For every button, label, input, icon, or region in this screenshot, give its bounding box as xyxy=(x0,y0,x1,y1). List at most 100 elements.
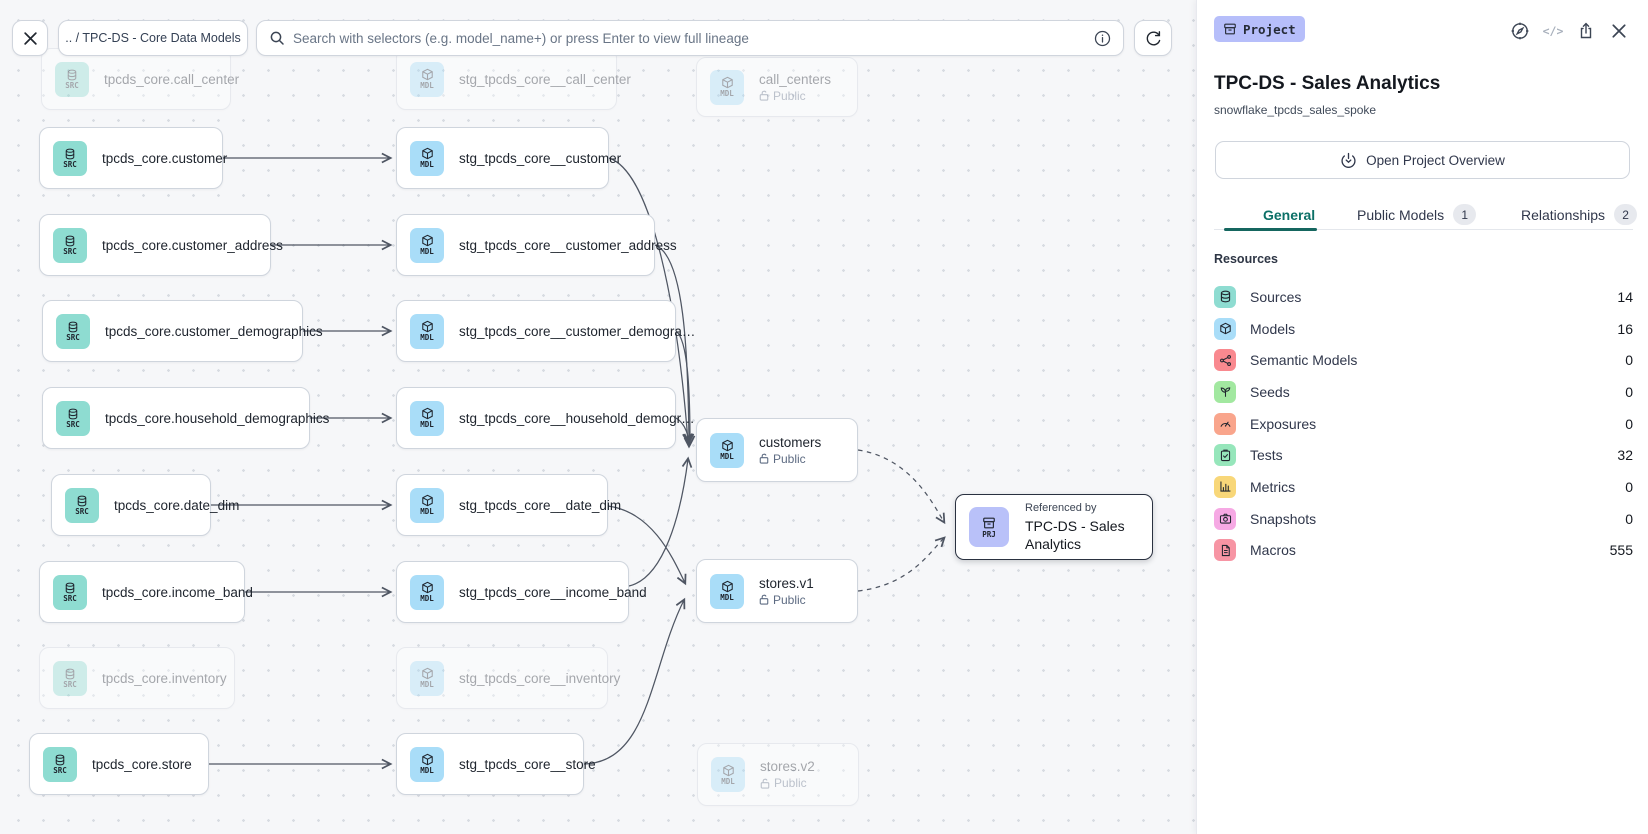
resources-list: Sources 14 Models 16 Semantic Models 0 S… xyxy=(1214,281,1633,566)
node-source-income-band[interactable]: SRC tpcds_core.income_band xyxy=(39,561,253,623)
node-model-stg-income-band[interactable]: MDL stg_tpcds_core__income_band xyxy=(396,561,647,623)
resource-row-semantic-models: Semantic Models 0 xyxy=(1214,344,1633,376)
source-type-icon: SRC xyxy=(56,313,90,349)
source-type-icon: SRC xyxy=(56,400,90,436)
refresh-lineage-button[interactable] xyxy=(1134,20,1172,56)
macros-icon xyxy=(1214,539,1236,562)
tab-count-badge: 1 xyxy=(1453,204,1477,225)
model-type-icon: MDL xyxy=(410,400,444,436)
sources-icon xyxy=(1214,285,1236,308)
model-type-icon: MDL xyxy=(410,140,444,176)
semantic-models-icon xyxy=(1214,349,1236,372)
project-type-badge: Project xyxy=(1214,16,1305,42)
explore-lineage-button[interactable] xyxy=(1510,21,1530,41)
node-source-store[interactable]: SRC tpcds_core.store xyxy=(29,733,209,795)
close-icon xyxy=(23,31,37,45)
unlock-icon xyxy=(759,594,769,605)
node-public-call-centers[interactable]: MDL call_centers Public xyxy=(696,57,858,117)
project-icon xyxy=(1224,23,1236,35)
resource-row-macros: Macros 555 xyxy=(1214,535,1633,567)
model-type-icon: MDL xyxy=(710,69,744,105)
open-project-overview-button[interactable]: Open Project Overview xyxy=(1215,141,1630,179)
node-public-stores-v1[interactable]: MDL stores.v1 Public xyxy=(696,559,858,623)
node-model-stg-customer-address[interactable]: MDL stg_tpcds_core__customer_address xyxy=(396,214,677,276)
tab-count-badge: 2 xyxy=(1614,204,1638,225)
model-type-icon: MDL xyxy=(410,574,444,610)
node-source-household-demographics[interactable]: SRC tpcds_core.household_demographics xyxy=(42,387,329,449)
view-code-button[interactable]: </> xyxy=(1542,24,1564,38)
source-type-icon: SRC xyxy=(43,746,77,782)
node-source-customer-demographics[interactable]: SRC tpcds_core.customer_demographics xyxy=(42,300,323,362)
resource-row-tests: Tests 32 xyxy=(1214,439,1633,471)
breadcrumb[interactable]: .. / TPC-DS - Core Data Models xyxy=(58,20,248,56)
source-type-icon: SRC xyxy=(53,227,87,263)
unlock-icon xyxy=(759,453,769,464)
project-overview-icon xyxy=(1341,152,1356,168)
source-type-icon: SRC xyxy=(65,487,99,523)
tests-icon xyxy=(1214,444,1236,467)
node-model-stg-customer[interactable]: MDL stg_tpcds_core__customer xyxy=(396,127,621,189)
model-type-icon: MDL xyxy=(410,313,444,349)
node-model-stg-store[interactable]: MDL stg_tpcds_core__store xyxy=(396,733,596,795)
node-model-stg-inventory[interactable]: MDL stg_tpcds_core__inventory xyxy=(396,647,620,709)
resource-row-snapshots: Snapshots 0 xyxy=(1214,503,1633,535)
resource-row-sources: Sources 14 xyxy=(1214,281,1633,313)
node-public-stores-v2[interactable]: MDL stores.v2 Public xyxy=(697,743,859,806)
project-subtitle: snowflake_tpcds_sales_spoke xyxy=(1214,103,1377,117)
share-button[interactable] xyxy=(1576,21,1596,41)
close-icon xyxy=(1612,24,1626,38)
panel-tabs: General Public Models 1 Relationships 2 xyxy=(1214,199,1638,231)
unlock-icon xyxy=(760,778,770,789)
resource-row-exposures: Exposures 0 xyxy=(1214,408,1633,440)
refresh-icon xyxy=(1146,30,1160,45)
source-type-icon: SRC xyxy=(53,140,87,176)
close-lineage-button[interactable] xyxy=(12,20,48,56)
source-type-icon: SRC xyxy=(53,574,87,610)
exposures-icon xyxy=(1214,412,1236,435)
tab-general[interactable]: General xyxy=(1263,206,1316,223)
node-public-customers[interactable]: MDL customers Public xyxy=(696,418,858,482)
close-panel-button[interactable] xyxy=(1609,21,1629,41)
node-source-customer[interactable]: SRC tpcds_core.customer xyxy=(39,127,227,189)
info-icon[interactable] xyxy=(1094,30,1111,47)
model-type-icon: MDL xyxy=(711,757,745,792)
node-project-referenced-by[interactable]: PRJ Referenced by TPC-DS - Sales Analyti… xyxy=(955,494,1153,560)
node-model-stg-customer-demographics[interactable]: MDL stg_tpcds_core__customer_demogra… xyxy=(396,300,695,362)
model-type-icon: MDL xyxy=(410,746,444,782)
snapshots-icon xyxy=(1214,507,1236,530)
unlock-icon xyxy=(759,90,769,101)
active-tab-underline xyxy=(1224,228,1317,231)
source-type-icon: SRC xyxy=(55,61,89,97)
model-type-icon: MDL xyxy=(710,432,744,468)
project-type-icon: PRJ xyxy=(969,507,1009,547)
node-source-customer-address[interactable]: SRC tpcds_core.customer_address xyxy=(39,214,283,276)
model-type-icon: MDL xyxy=(410,61,444,97)
seeds-icon xyxy=(1214,380,1236,403)
model-type-icon: MDL xyxy=(710,573,744,609)
tab-relationships[interactable]: Relationships 2 xyxy=(1521,199,1638,230)
model-type-icon: MDL xyxy=(410,660,444,696)
node-model-stg-household-demographics[interactable]: MDL stg_tpcds_core__household_demogr… xyxy=(396,387,695,449)
compass-icon xyxy=(1511,22,1529,40)
project-details-panel: Project </> TPC-DS - Sales Analytics sno… xyxy=(1196,0,1648,834)
resource-row-metrics: Metrics 0 xyxy=(1214,471,1633,503)
resources-heading: Resources xyxy=(1214,252,1278,266)
node-source-call-center[interactable]: SRC tpcds_core.call_center xyxy=(41,48,239,110)
search-input[interactable] xyxy=(293,30,1086,46)
search-icon xyxy=(270,31,284,45)
node-model-stg-call-center[interactable]: MDL stg_tpcds_core__call_center xyxy=(396,48,631,110)
lineage-search-bar xyxy=(256,20,1124,56)
lineage-canvas[interactable]: SRC tpcds_core.call_center SRC tpcds_cor… xyxy=(0,0,1196,834)
node-model-stg-date-dim[interactable]: MDL stg_tpcds_core__date_dim xyxy=(396,474,621,536)
metrics-icon xyxy=(1214,475,1236,498)
model-type-icon: MDL xyxy=(410,487,444,523)
resource-row-seeds: Seeds 0 xyxy=(1214,376,1633,408)
models-icon xyxy=(1214,317,1236,340)
share-icon xyxy=(1580,22,1592,39)
node-source-date-dim[interactable]: SRC tpcds_core.date_dim xyxy=(51,474,239,536)
tab-public-models[interactable]: Public Models 1 xyxy=(1357,199,1477,230)
lineage-edges xyxy=(209,152,946,770)
node-source-inventory[interactable]: SRC tpcds_core.inventory xyxy=(39,647,235,709)
model-type-icon: MDL xyxy=(410,227,444,263)
resource-row-models: Models 16 xyxy=(1214,313,1633,345)
